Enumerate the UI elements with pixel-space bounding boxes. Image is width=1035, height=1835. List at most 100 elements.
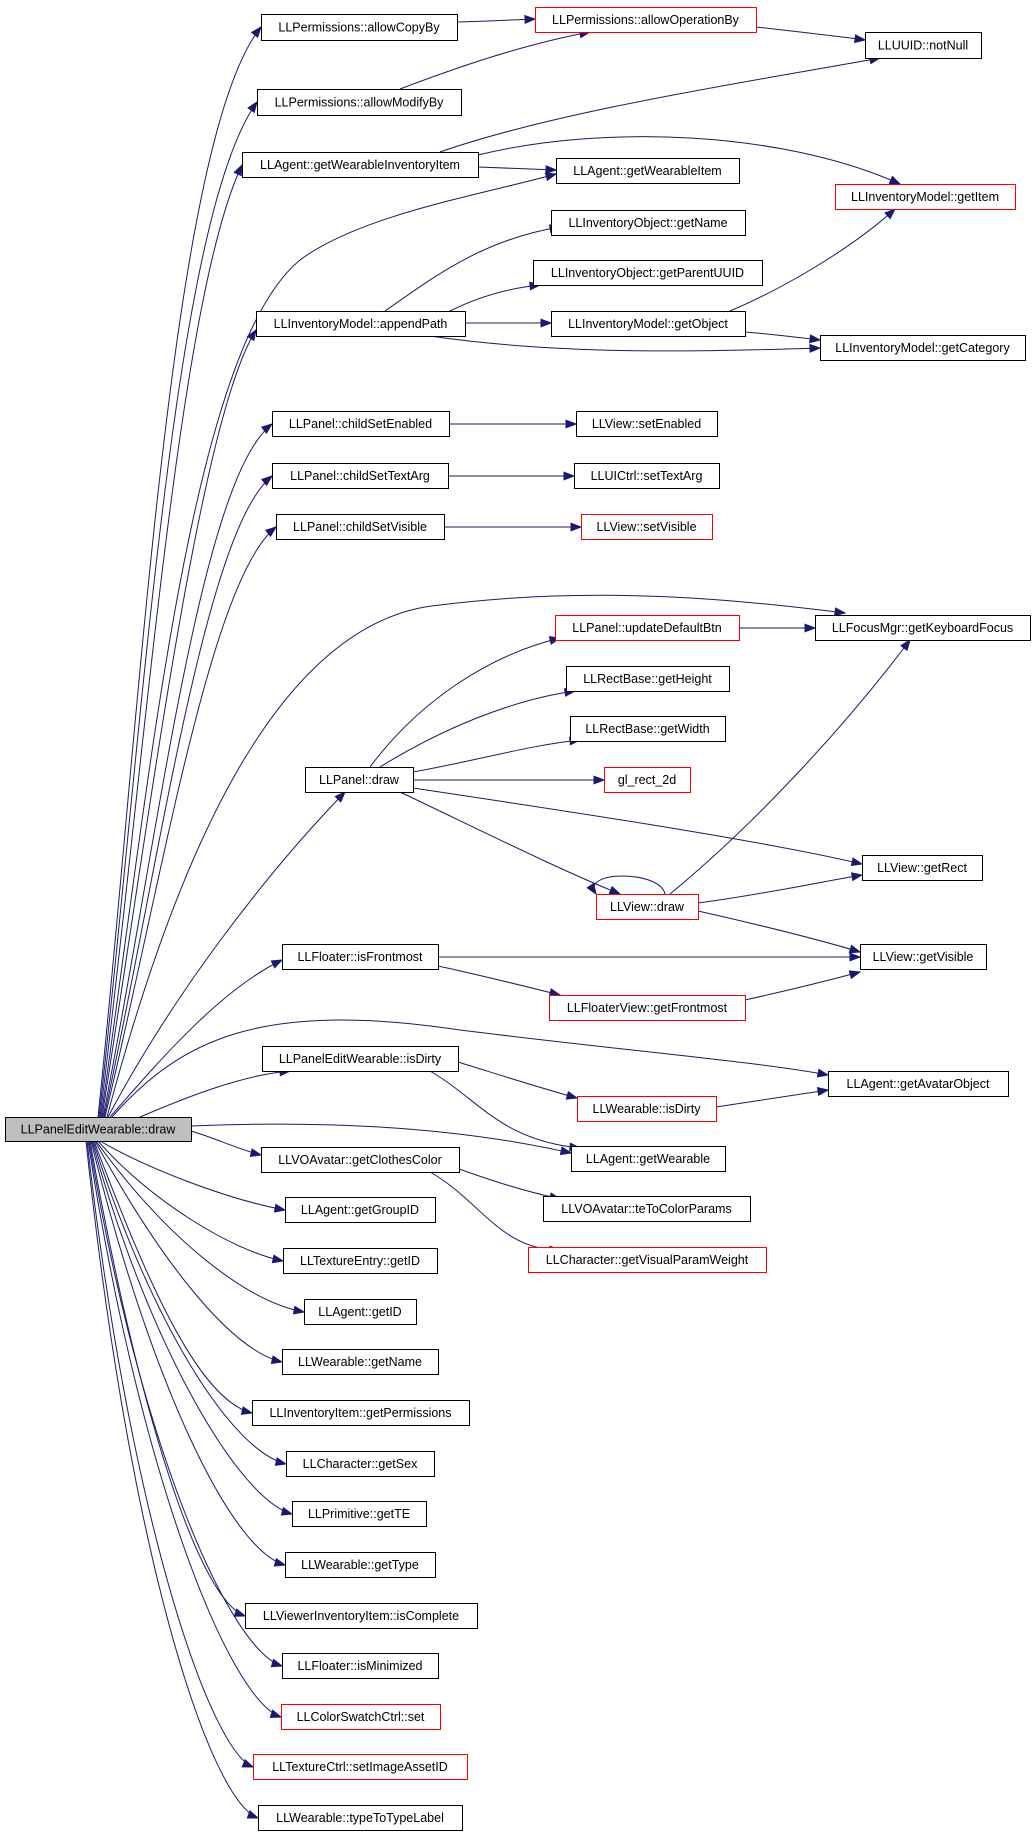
node-viewDraw[interactable]: LLView::draw (596, 894, 699, 920)
node-swatchSet[interactable]: LLColorSwatchCtrl::set (281, 1704, 441, 1730)
node-box[interactable] (272, 463, 449, 489)
node-getSex[interactable]: LLCharacter::getSex (286, 1451, 435, 1477)
node-box[interactable] (862, 855, 983, 881)
node-getTE[interactable]: LLPrimitive::getTE (292, 1501, 427, 1527)
node-box[interactable] (262, 1046, 459, 1072)
node-allowOperationBy[interactable]: LLPermissions::allowOperationBy (535, 7, 757, 33)
node-wearableGetName[interactable]: LLWearable::getName (282, 1349, 439, 1375)
node-box[interactable] (820, 335, 1026, 361)
node-viewSetVisible[interactable]: LLView::setVisible (581, 514, 713, 540)
node-glRect2d[interactable]: gl_rect_2d (604, 767, 691, 793)
node-box[interactable] (292, 1501, 427, 1527)
node-box[interactable] (865, 32, 982, 59)
node-updateDefaultBtn[interactable]: LLPanel::updateDefaultBtn (555, 615, 740, 641)
node-box[interactable] (556, 158, 740, 184)
node-box[interactable] (258, 1805, 463, 1831)
node-box[interactable] (535, 7, 757, 33)
node-box[interactable] (543, 1196, 751, 1222)
node-getRect[interactable]: LLView::getRect (862, 855, 983, 881)
node-getFrontmost[interactable]: LLFloaterView::getFrontmost (549, 995, 746, 1021)
node-root[interactable]: LLPanelEditWearable::draw (5, 1117, 192, 1142)
node-getCategory[interactable]: LLInventoryModel::getCategory (820, 335, 1026, 361)
node-box[interactable] (5, 1117, 192, 1142)
node-box[interactable] (282, 1349, 439, 1375)
node-box[interactable] (551, 311, 746, 337)
node-getAvatarObject[interactable]: LLAgent::getAvatarObject (828, 1071, 1009, 1097)
node-box[interactable] (257, 89, 462, 116)
node-getWearableItem[interactable]: LLAgent::getWearableItem (556, 158, 740, 184)
node-isMinimized[interactable]: LLFloater::isMinimized (282, 1653, 439, 1679)
node-box[interactable] (571, 1146, 726, 1172)
node-box[interactable] (261, 14, 458, 41)
node-box[interactable] (604, 767, 691, 793)
node-box[interactable] (286, 1451, 435, 1477)
node-typeToTypeLabel[interactable]: LLWearable::typeToTypeLabel (258, 1805, 463, 1831)
node-setTextArg[interactable]: LLUICtrl::setTextArg (574, 463, 720, 489)
node-box[interactable] (581, 514, 713, 540)
node-childSetEnabled[interactable]: LLPanel::childSetEnabled (272, 411, 450, 437)
node-box[interactable] (828, 1071, 1009, 1097)
node-box[interactable] (304, 1299, 417, 1325)
node-pewIsDirty[interactable]: LLPanelEditWearable::isDirty (262, 1046, 459, 1072)
node-box[interactable] (253, 1754, 468, 1780)
node-teGetID[interactable]: LLTextureEntry::getID (283, 1248, 438, 1274)
node-childSetVisible[interactable]: LLPanel::childSetVisible (276, 514, 445, 540)
node-isComplete[interactable]: LLViewerInventoryItem::isComplete (245, 1603, 478, 1629)
node-box[interactable] (282, 1653, 439, 1679)
node-box[interactable] (245, 1603, 478, 1629)
node-wearableIsDirty[interactable]: LLWearable::isDirty (577, 1096, 717, 1122)
node-box[interactable] (276, 514, 445, 540)
node-getHeight[interactable]: LLRectBase::getHeight (566, 666, 730, 692)
node-notNull[interactable]: LLUUID::notNull (865, 32, 982, 59)
node-childSetTextArg[interactable]: LLPanel::childSetTextArg (272, 463, 449, 489)
node-box[interactable] (252, 1400, 470, 1426)
node-box[interactable] (860, 944, 987, 970)
node-agentGetID[interactable]: LLAgent::getID (304, 1299, 417, 1325)
node-box[interactable] (533, 260, 763, 286)
node-getType[interactable]: LLWearable::getType (285, 1552, 436, 1578)
node-box[interactable] (577, 1096, 717, 1122)
node-setImageAssetID[interactable]: LLTextureCtrl::setImageAssetID (253, 1754, 468, 1780)
node-getKeyboardFocus[interactable]: LLFocusMgr::getKeyboardFocus (815, 615, 1031, 641)
node-box[interactable] (281, 1704, 441, 1730)
node-getVisible[interactable]: LLView::getVisible (860, 944, 987, 970)
node-appendPath[interactable]: LLInventoryModel::appendPath (256, 311, 466, 337)
node-box[interactable] (596, 894, 699, 920)
node-teToColorParams[interactable]: LLVOAvatar::teToColorParams (543, 1196, 751, 1222)
node-box[interactable] (551, 210, 746, 236)
node-box[interactable] (242, 152, 479, 178)
node-objGetName[interactable]: LLInventoryObject::getName (551, 210, 746, 236)
node-getWearable[interactable]: LLAgent::getWearable (571, 1146, 726, 1172)
node-invGetItem[interactable]: LLInventoryModel::getItem (835, 184, 1016, 210)
node-box[interactable] (528, 1247, 767, 1273)
node-allowModifyBy[interactable]: LLPermissions::allowModifyBy (257, 89, 462, 116)
node-getObject[interactable]: LLInventoryModel::getObject (551, 311, 746, 337)
node-box[interactable] (282, 944, 439, 970)
node-box[interactable] (574, 463, 720, 489)
node-getGroupID[interactable]: LLAgent::getGroupID (285, 1197, 436, 1223)
node-box[interactable] (285, 1197, 436, 1223)
node-box[interactable] (576, 411, 718, 437)
node-isFrontmost[interactable]: LLFloater::isFrontmost (282, 944, 439, 970)
node-panelDraw[interactable]: LLPanel::draw (305, 767, 414, 793)
node-box[interactable] (570, 716, 726, 742)
node-box[interactable] (566, 666, 730, 692)
node-getClothesColor[interactable]: LLVOAvatar::getClothesColor (261, 1147, 460, 1173)
node-getWidth[interactable]: LLRectBase::getWidth (570, 716, 726, 742)
node-box[interactable] (283, 1248, 438, 1274)
node-box[interactable] (835, 184, 1016, 210)
node-box[interactable] (272, 411, 450, 437)
node-allowCopyBy[interactable]: LLPermissions::allowCopyBy (261, 14, 458, 41)
node-setEnabled[interactable]: LLView::setEnabled (576, 411, 718, 437)
node-box[interactable] (549, 995, 746, 1021)
node-box[interactable] (285, 1552, 436, 1578)
node-getPermissions[interactable]: LLInventoryItem::getPermissions (252, 1400, 470, 1426)
node-box[interactable] (305, 767, 414, 793)
node-box[interactable] (815, 615, 1031, 641)
node-box[interactable] (555, 615, 740, 641)
node-box[interactable] (261, 1147, 460, 1173)
node-getWearableInventoryItem[interactable]: LLAgent::getWearableInventoryItem (242, 152, 479, 178)
node-getParentUUID[interactable]: LLInventoryObject::getParentUUID (533, 260, 763, 286)
node-getVisualParamWeight[interactable]: LLCharacter::getVisualParamWeight (528, 1247, 767, 1273)
node-box[interactable] (256, 311, 466, 337)
